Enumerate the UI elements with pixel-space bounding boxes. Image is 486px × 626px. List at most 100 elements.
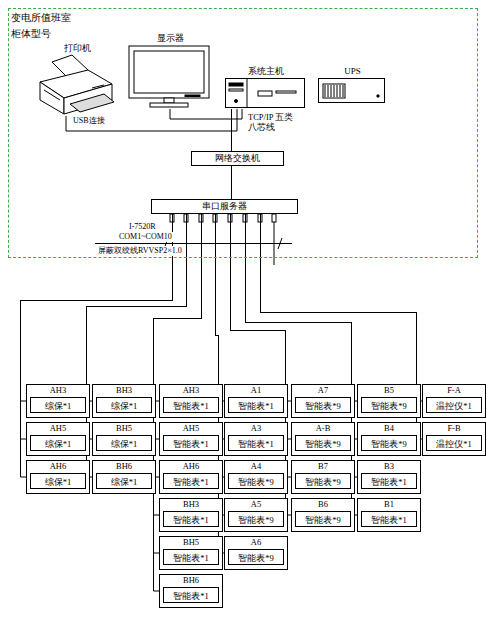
- cabinet-name: F-B: [423, 423, 485, 434]
- meter-text: 智能表*9: [305, 477, 341, 487]
- cabinet-name: AH6: [160, 461, 222, 472]
- wire: [154, 214, 202, 401]
- meter-inner-box: 温控仪*1: [426, 435, 482, 451]
- meter-box: A4智能表*9: [224, 460, 288, 494]
- region-title: 变电所值班室: [11, 11, 71, 25]
- meter-text: 智能表*1: [371, 477, 407, 487]
- cabinet-name: A5: [225, 499, 287, 510]
- device-label: 系统主机: [226, 66, 306, 77]
- cabinet-name: A7: [292, 385, 354, 396]
- device-picture: UPS: [319, 79, 386, 104]
- meter-inner-box: 智能表*1: [163, 435, 219, 451]
- device-picture: 打印机: [39, 56, 115, 116]
- meter-text: 智能表*1: [238, 439, 274, 449]
- meter-text: 智能表*1: [173, 477, 209, 487]
- meter-inner-box: 智能表*1: [163, 473, 219, 489]
- region-title: 柜体型号: [11, 27, 51, 41]
- meter-box: BH3 综保*1: [92, 384, 156, 418]
- meter-box: F-A温控仪*1: [422, 384, 486, 418]
- meter-text: 综保*1: [111, 401, 138, 411]
- meter-box: B3智能表*1: [357, 460, 421, 494]
- meter-inner-box: 智能表*1: [163, 549, 219, 565]
- cabinet-name: BH3: [160, 499, 222, 510]
- meter-inner-box: 智能表*9: [228, 473, 284, 489]
- cabinet-name: BH5: [93, 423, 155, 434]
- room-region: 变电所值班室柜体型号打印机显示器系统主机UPS网络交换机串口服务器: [8, 8, 478, 258]
- meter-text: 智能表*1: [173, 515, 209, 525]
- meter-box: BH6智能表*1: [159, 574, 223, 608]
- meter-text: 智能表*9: [238, 553, 274, 563]
- wire: [231, 166, 232, 199]
- meter-text: 智能表*1: [238, 401, 274, 411]
- meter-box: B5智能表*9: [357, 384, 421, 418]
- meter-box: A7 智能表*9: [291, 384, 355, 418]
- cabinet-name: B4: [358, 423, 420, 434]
- meter-text: 智能表*9: [305, 515, 341, 525]
- wiring-note: 屏蔽双绞线RVVSP2×1.0: [97, 246, 183, 256]
- meter-text: 智能表*1: [371, 515, 407, 525]
- device-label: 打印机: [39, 43, 115, 54]
- cabinet-name: BH5: [160, 537, 222, 548]
- meter-text: 智能表*1: [173, 401, 209, 411]
- meter-box: BH5综保*1: [92, 422, 156, 456]
- meter-text: 智能表*9: [305, 401, 341, 411]
- edge-label: TCP/IP 五类八芯线: [247, 112, 299, 132]
- cabinet-name: AH5: [160, 423, 222, 434]
- meter-text: 智能表*9: [305, 439, 341, 449]
- process-box: 网络交换机: [191, 151, 284, 166]
- meter-inner-box: 智能表*1: [163, 511, 219, 527]
- meter-text: 温控仪*1: [436, 439, 472, 449]
- meter-inner-box: 智能表*9: [228, 549, 284, 565]
- wire: [231, 109, 232, 151]
- meter-text: 综保*1: [111, 477, 138, 487]
- cabinet-name: B7: [292, 461, 354, 472]
- meter-box: A3 智能表*1: [224, 422, 288, 456]
- meter-box: F-B 温控仪*1: [422, 422, 486, 456]
- wire: [216, 214, 225, 401]
- meter-inner-box: 综保*1: [30, 473, 86, 489]
- meter-inner-box: 智能表*1: [361, 511, 417, 527]
- device-picture: 显示器: [129, 46, 211, 109]
- meter-box: A1智能表*1: [224, 384, 288, 418]
- meter-inner-box: 智能表*1: [163, 587, 219, 603]
- meter-box: AH6综保*1: [26, 460, 90, 494]
- monitor-illustration: [129, 46, 209, 107]
- edge-label: USB连接: [72, 116, 106, 126]
- cabinet-name: A6: [225, 537, 287, 548]
- meter-box: AH5综保*1: [26, 422, 90, 456]
- meter-inner-box: 智能表*9: [228, 511, 284, 527]
- wire: [87, 214, 187, 401]
- device-label: UPS: [319, 66, 386, 77]
- cabinet-name: A3: [225, 423, 287, 434]
- meter-text: 智能表*1: [173, 553, 209, 563]
- meter-inner-box: 智能表*1: [163, 397, 219, 413]
- printer-illustration: [40, 55, 114, 114]
- cabinet-name: B5: [358, 385, 420, 396]
- device-picture: 系统主机: [226, 79, 306, 109]
- meter-text: 综保*1: [45, 439, 72, 449]
- meter-box: B7 智能表*9: [291, 460, 355, 494]
- cabinet-name: BH6: [93, 461, 155, 472]
- wire: [246, 214, 358, 401]
- meter-inner-box: 智能表*1: [228, 397, 284, 413]
- meter-text: 智能表*1: [173, 591, 209, 601]
- meter-inner-box: 智能表*9: [295, 473, 351, 489]
- meter-box: BH3 智能表*1: [159, 498, 223, 532]
- cabinet-name: BH3: [93, 385, 155, 396]
- meter-box: BH6 综保*1: [92, 460, 156, 494]
- meter-inner-box: 综保*1: [96, 435, 152, 451]
- cabinet-name: B6: [292, 499, 354, 510]
- meter-box: AH5智能表*1: [159, 422, 223, 456]
- meter-inner-box: 综保*1: [96, 473, 152, 489]
- cabinet-name: A-B: [292, 423, 354, 434]
- meter-inner-box: 智能表*9: [361, 397, 417, 413]
- cabinet-name: B1: [358, 499, 420, 510]
- cabinet-name: AH6: [27, 461, 89, 472]
- meter-inner-box: 智能表*9: [295, 511, 351, 527]
- wiring-note: COM1~COM10: [118, 232, 173, 242]
- meter-inner-box: 综保*1: [96, 397, 152, 413]
- cabinet-name: F-A: [423, 385, 485, 396]
- box-label: 网络交换机: [215, 153, 260, 163]
